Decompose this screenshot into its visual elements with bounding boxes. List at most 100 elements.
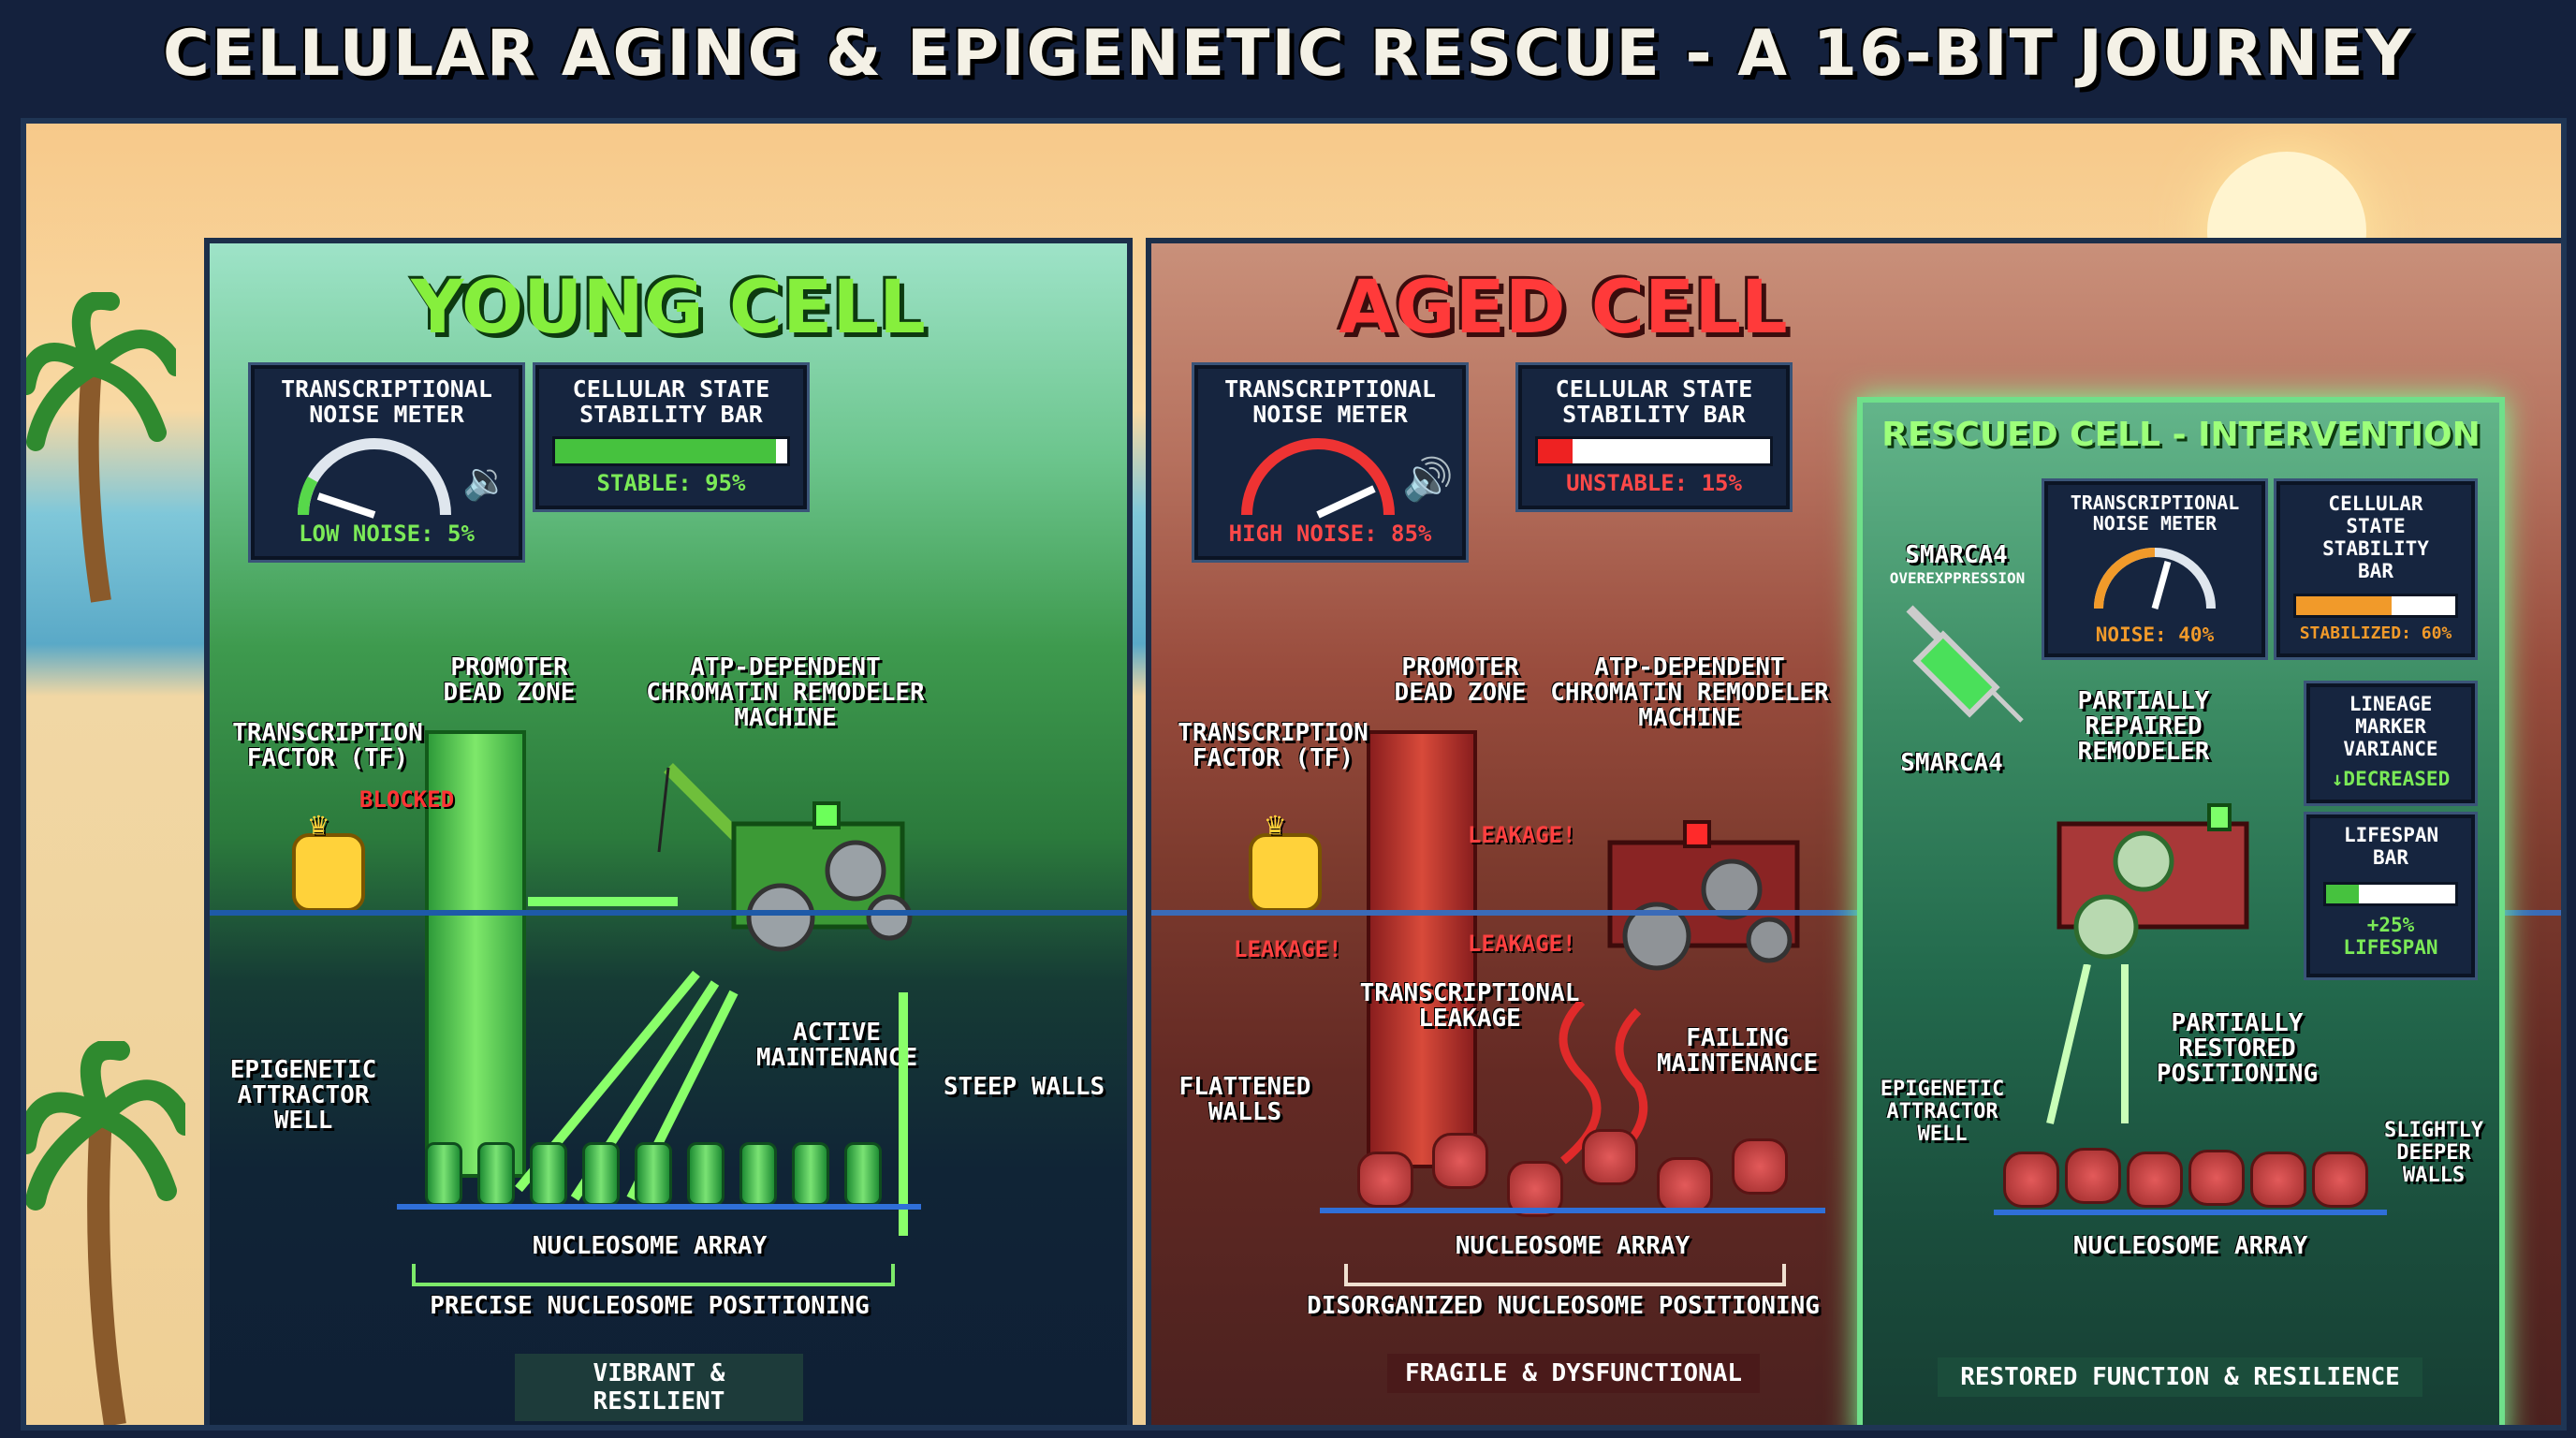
- remodeler-label: ATP-DEPENDENT CHROMATIN REMODELER MACHIN…: [1550, 653, 1829, 732]
- restore-arrows: [2046, 964, 2129, 1124]
- nucleosome: [477, 1142, 515, 1206]
- positioning-label: DISORGANIZED NUCLEOSOME POSITIONING: [1307, 1292, 1820, 1320]
- young-noise-meter: TRANSCRIPTIONAL NOISE METER 🔉 LOW NOISE:…: [248, 362, 525, 563]
- positioning-label: PRECISE NUCLEOSOME POSITIONING: [430, 1292, 870, 1320]
- noise-meter-title: TRANSCRIPTIONAL NOISE METER: [281, 375, 492, 428]
- speaker-icon: 🔉: [462, 460, 509, 503]
- nucleosome-array: [2003, 1142, 2378, 1217]
- dna-line: [210, 910, 1127, 916]
- lifespan-fill: [2326, 885, 2359, 903]
- left-arrow-icon: [528, 897, 678, 906]
- active-maintenance-label: ACTIVE MAINTENANCE: [755, 1019, 918, 1072]
- nucleosome: [1357, 1152, 1413, 1208]
- lifespan-value: +25% LIFESPAN: [2343, 914, 2438, 959]
- lineage-title: LINEAGE MARKER VARIANCE: [2343, 693, 2438, 760]
- remodeler-label: ATP-DEPENDENT CHROMATIN REMODELER MACHIN…: [646, 653, 925, 732]
- stability-fill: [555, 439, 776, 463]
- nucleosome: [582, 1142, 620, 1206]
- steep-walls-label: STEEP WALLS: [943, 1073, 1105, 1101]
- speaker-loud-icon: 🔊: [1402, 456, 1454, 504]
- lineage-value: ↓DECREASED: [2310, 768, 2471, 790]
- noise-gauge: [1241, 438, 1395, 519]
- dna-strand: [1320, 1208, 1825, 1213]
- nucleosome: [635, 1142, 672, 1206]
- smarca-label-low: SMARCA4: [1900, 749, 2003, 777]
- gauge-needle: [2151, 561, 2172, 609]
- array-label: NUCLEOSOME ARRAY: [532, 1232, 768, 1260]
- syringe-icon: [1906, 605, 2024, 723]
- caption: FRAGILE & DYSFUNCTIONAL: [1387, 1354, 1760, 1393]
- leakage-label: TRANSCRIPTIONAL LEAKAGE: [1359, 979, 1580, 1033]
- smarca-label-top: SMARCA4: [1905, 541, 2008, 569]
- promoter-label: PROMOTER DEAD ZONE: [1394, 653, 1527, 707]
- failing-label: FAILING MAINTENANCE: [1656, 1024, 1819, 1078]
- stability-value: UNSTABLE: 15%: [1566, 470, 1742, 496]
- crown-icon: ♛: [1266, 805, 1285, 843]
- promoter-wall: [425, 730, 526, 1178]
- repaired-label: PARTIALLY REPAIRED REMODELER: [2077, 687, 2210, 766]
- stability-track: [2293, 594, 2458, 618]
- aged-heading: AGED CELL: [1339, 266, 1788, 350]
- noise-value: NOISE: 40%: [2095, 624, 2215, 646]
- caption: RESTORED FUNCTION & RESILIENCE: [1938, 1357, 2422, 1397]
- noise-meter-title: TRANSCRIPTIONAL NOISE METER: [2070, 492, 2240, 535]
- restored-label: PARTIALLY RESTORED POSITIONING: [2156, 1009, 2319, 1088]
- tf-label: TRANSCRIPTION FACTOR (TF): [1178, 719, 1368, 772]
- nucleosome: [2188, 1150, 2245, 1206]
- nucleosome: [844, 1142, 882, 1206]
- nucleosome: [425, 1142, 462, 1206]
- leakage-label-2: LEAKAGE!: [1234, 936, 1342, 962]
- stability-fill: [2296, 596, 2392, 615]
- promoter-label: PROMOTER DEAD ZONE: [443, 653, 576, 707]
- nucleosome-array: [425, 1142, 893, 1217]
- young-heading: YOUNG CELL: [411, 266, 926, 350]
- noise-value: HIGH NOISE: 85%: [1228, 521, 1432, 547]
- rescued-stability-bar: CELLULAR STATE STABILITY BAR STABILIZED:…: [2274, 478, 2478, 660]
- young-stability-bar: CELLULAR STATE STABILITY BAR STABLE: 95%: [533, 362, 810, 512]
- nucleosome: [792, 1142, 829, 1206]
- array-label: NUCLEOSOME ARRAY: [1455, 1232, 1690, 1260]
- array-label: NUCLEOSOME ARRAY: [2072, 1232, 2308, 1260]
- page-title: CELLULAR AGING & EPIGENETIC RESCUE - A 1…: [163, 17, 2413, 91]
- down-arrow-icon: ↓: [2331, 768, 2344, 790]
- nucleosome-array: [1357, 1129, 1825, 1217]
- nucleosome: [2065, 1148, 2121, 1204]
- gauge-needle: [316, 492, 376, 519]
- stability-title: CELLULAR STATE STABILITY BAR: [572, 375, 770, 428]
- tf-label: TRANSCRIPTION FACTOR (TF): [232, 719, 423, 772]
- attractor-label: EPIGENETIC ATTRACTOR WELL: [229, 1056, 377, 1135]
- rescued-heading: RESCUED CELL - INTERVENTION: [1881, 416, 2481, 454]
- nucleosome: [1432, 1133, 1488, 1189]
- nucleosome: [2312, 1152, 2368, 1208]
- nucleosome: [1582, 1129, 1638, 1185]
- rescued-cell-panel: RESCUED CELL - INTERVENTION SMARCA4 OVER…: [1857, 397, 2505, 1425]
- double-arrow-icon: [899, 992, 908, 1236]
- flattened-label: FLATTENED WALLS: [1178, 1073, 1311, 1126]
- nucleosome: [2003, 1152, 2059, 1208]
- broken-remodeler-machine: [1607, 820, 1800, 971]
- nucleosome: [1732, 1138, 1788, 1195]
- nucleosome: [739, 1142, 777, 1206]
- tf-character-icon: [1249, 833, 1322, 912]
- nucleosome: [2127, 1152, 2183, 1208]
- aged-stability-bar: CELLULAR STATE STABILITY BAR UNSTABLE: 1…: [1515, 362, 1793, 512]
- lifespan-box: LIFESPAN BAR +25% LIFESPAN: [2304, 812, 2478, 980]
- stability-title: CELLULAR STATE STABILITY BAR: [2322, 492, 2429, 582]
- lifespan-track: [2323, 882, 2458, 906]
- bracket: [1344, 1264, 1786, 1286]
- lineage-value-text: DECREASED: [2343, 768, 2451, 790]
- palm-tree-left-bottom: [26, 1041, 185, 1425]
- nucleosome: [2250, 1152, 2306, 1208]
- aged-noise-meter: TRANSCRIPTIONAL NOISE METER 🔊 HIGH NOISE…: [1192, 362, 1469, 563]
- caption: VIBRANT & RESILIENT: [515, 1354, 803, 1421]
- remodeler-machine: [657, 763, 913, 952]
- broken-promoter-wall: [1367, 730, 1477, 1168]
- leakage-label-3: LEAKAGE!: [1468, 931, 1576, 957]
- stability-track: [552, 436, 790, 466]
- noise-gauge: [2094, 548, 2216, 609]
- noise-meter-title: TRANSCRIPTIONAL NOISE METER: [1224, 375, 1436, 428]
- deeper-walls-label: SLIGHTLY DEEPER WALLS: [2384, 1119, 2483, 1187]
- dna-line: [1151, 910, 2561, 916]
- rescued-noise-meter: TRANSCRIPTIONAL NOISE METER NOISE: 40%: [2042, 478, 2268, 660]
- noise-gauge: [297, 438, 451, 519]
